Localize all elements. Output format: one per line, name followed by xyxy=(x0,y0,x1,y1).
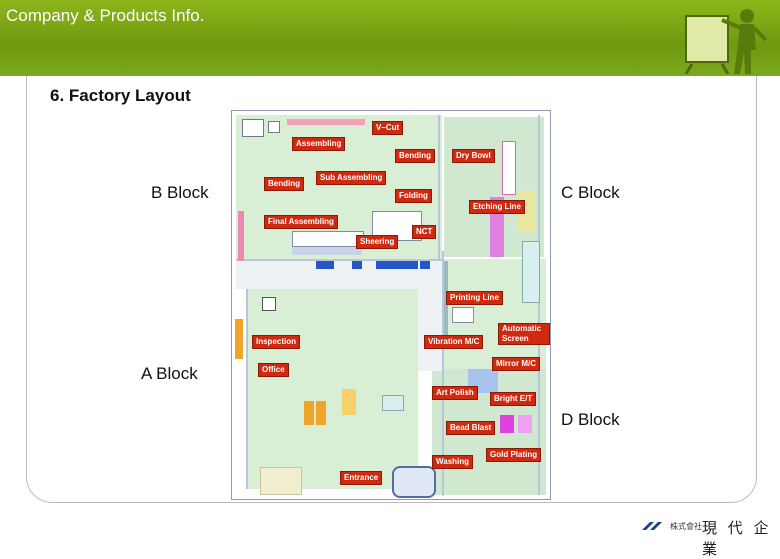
logo-company-name: 現 代 企 業 xyxy=(702,519,772,558)
machine xyxy=(452,307,474,323)
rack xyxy=(502,141,516,195)
tag-nct: NCT xyxy=(412,225,437,239)
conveyor xyxy=(287,119,365,125)
machine xyxy=(262,297,276,311)
tag-mirror-machine: Mirror M/C xyxy=(492,357,540,371)
tag-gold-plating: Gold Plating xyxy=(486,448,542,462)
machine xyxy=(242,119,264,137)
blue-bin xyxy=(316,261,334,269)
tag-final-assembling: Final Assembling xyxy=(264,215,338,229)
header-title: Company & Products Info. xyxy=(6,6,205,25)
tag-v-cut: V–Cut xyxy=(372,121,404,135)
company-logo: 株式會社 現 代 企 業 xyxy=(640,518,775,558)
orange-bin xyxy=(316,401,326,425)
machine xyxy=(268,121,280,133)
tag-etching-line: Etching Line xyxy=(469,200,525,214)
orange-bin xyxy=(304,401,314,425)
a-block-floor xyxy=(248,289,418,489)
wall xyxy=(236,259,442,261)
yellow-bin xyxy=(342,389,356,415)
wall xyxy=(442,251,444,496)
machine xyxy=(382,395,404,411)
tag-bright-et: Bright E/T xyxy=(490,392,537,406)
wall xyxy=(246,289,248,489)
guard-room xyxy=(392,466,436,498)
tag-sub-assembling: Sub Assembling xyxy=(316,171,387,185)
header-bar: Company & Products Info. xyxy=(0,0,780,76)
tag-dry-bowl: Dry Bowl xyxy=(452,149,495,163)
wall xyxy=(438,115,440,261)
logo-mark-icon xyxy=(642,522,662,530)
tag-vibration-machine: Vibration M/C xyxy=(424,335,484,349)
tag-folding: Folding xyxy=(395,189,432,203)
tag-assembling: Assembling xyxy=(292,137,346,151)
work-table xyxy=(292,231,364,247)
factory-floor-plan: V–Cut Assembling Bending Dry Bowl Bendin… xyxy=(231,110,551,500)
tag-office: Office xyxy=(258,363,289,377)
block-label-b: B Block xyxy=(151,183,209,202)
wall xyxy=(538,115,540,495)
tag-inspection: Inspection xyxy=(252,335,301,349)
storage-area xyxy=(260,467,302,495)
presenter-figure-icon xyxy=(684,9,768,74)
plating-tank xyxy=(500,415,514,433)
blue-bin xyxy=(352,261,362,269)
tag-bead-blast: Bead Blast xyxy=(446,421,496,435)
tag-entrance: Entrance xyxy=(340,471,383,485)
tank xyxy=(522,241,540,303)
blue-bin xyxy=(376,261,418,269)
tag-washing: Washing xyxy=(432,455,474,469)
corridor xyxy=(418,261,442,371)
block-label-c: C Block xyxy=(561,183,620,202)
work-table xyxy=(292,247,362,255)
block-label-a: A Block xyxy=(141,364,198,383)
orange-bin xyxy=(235,319,243,359)
tag-sheering: Sheering xyxy=(356,235,399,249)
plating-tank xyxy=(518,415,532,433)
blue-bin xyxy=(420,261,430,269)
logo-small-text: 株式會社 xyxy=(670,522,702,531)
tag-printing-line: Printing Line xyxy=(446,291,503,305)
tag-automatic-screen: Automatic Screen xyxy=(498,323,550,345)
conveyor xyxy=(238,211,244,261)
section-title: 6. Factory Layout xyxy=(50,86,191,105)
tag-bending-top: Bending xyxy=(395,149,435,163)
tag-art-polish: Art Polish xyxy=(432,386,478,400)
block-label-d: D Block xyxy=(561,410,620,429)
tag-bending-left: Bending xyxy=(264,177,304,191)
